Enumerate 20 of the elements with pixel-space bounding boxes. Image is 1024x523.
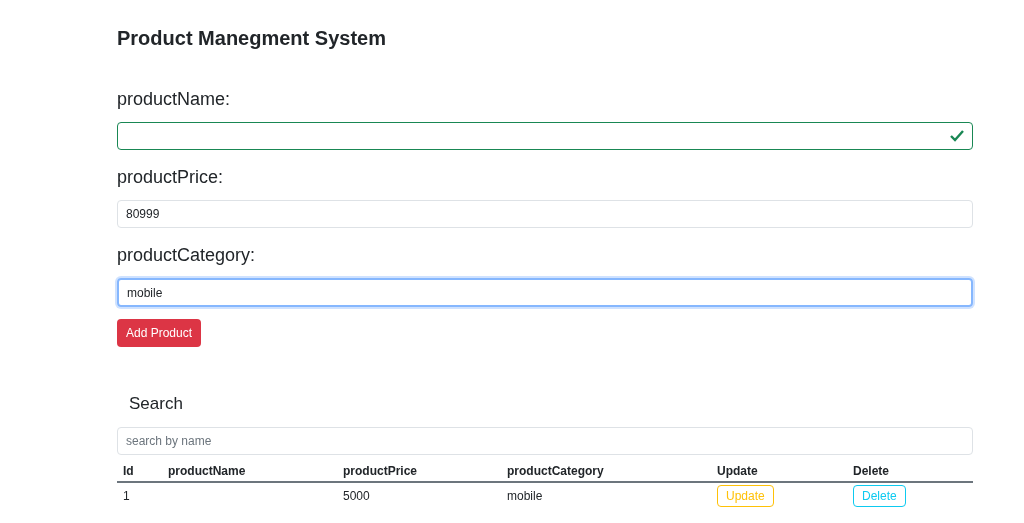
table-cell: 5000 [343,489,370,503]
search-field: search by name [117,427,973,455]
column-header: productPrice [343,464,417,478]
input-field: mobile [117,278,973,307]
field-label: productCategory: [117,244,256,266]
column-header: Id [123,464,134,478]
column-header: productCategory [507,464,604,478]
section-heading: Search [129,393,183,415]
column-header: productName [168,464,246,478]
table-cell: 1 [123,489,130,503]
column-header: Delete [853,464,890,478]
input-field: 80999 [117,200,973,228]
add-product-button: Add Product [117,319,202,347]
column-header: Update [717,464,758,478]
update-button: Update [717,485,774,507]
field-label: productPrice: [117,166,224,188]
delete-button: Delete [853,485,906,507]
page-title: Product Manegment System [117,26,386,50]
field-label: productName: [117,88,231,110]
table-cell: mobile [507,489,543,503]
